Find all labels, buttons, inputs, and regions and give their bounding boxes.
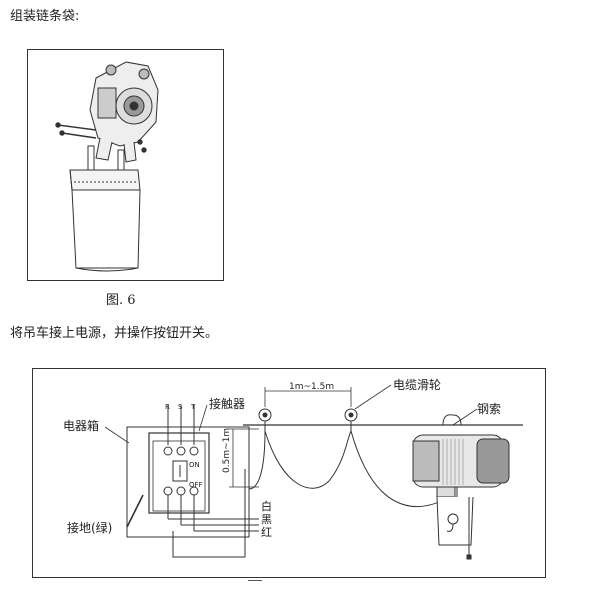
on-label: ON <box>189 461 200 469</box>
terminal-r-label: R <box>165 403 170 411</box>
figure-6-chain-bag-illustration <box>27 49 224 281</box>
electrical-cabinet-outline <box>126 426 250 538</box>
terminal-s-label: S <box>178 403 183 411</box>
cabinet-label: 电器箱 <box>63 418 99 433</box>
steel-cable-label: 钢索 <box>477 402 501 416</box>
figure-6-caption: 图. 6 <box>106 293 136 308</box>
heading-connect-power: 将吊车接上电源，并操作按钮开关。 <box>10 326 219 341</box>
white-wire-label: 白 <box>261 499 272 513</box>
page-divider <box>248 580 262 581</box>
contactor-label: 接触器 <box>209 396 245 411</box>
wiring-diagram: R S T ON OFF 接触器 电器箱 接地(绿) 白 黑 红 <box>32 368 546 578</box>
chain-bag-drawing <box>55 61 159 272</box>
span-dimension-label: 1m~1.5m <box>289 382 334 392</box>
off-label: OFF <box>189 481 203 489</box>
pulley-label: 电缆滑轮 <box>393 378 441 392</box>
red-wire-label: 红 <box>261 526 272 539</box>
electric-hoist <box>412 414 510 560</box>
heading-assemble-chain-bag: 组装链条袋: <box>10 9 80 24</box>
ground-label: 接地(绿) <box>67 520 112 535</box>
sag-dimension-label: 0.5m~1m <box>222 428 232 473</box>
black-wire-label: 黑 <box>261 513 272 526</box>
terminal-t-label: T <box>190 403 196 411</box>
wiring-diagram-svg: R S T ON OFF 接触器 电器箱 接地(绿) 白 黑 红 <box>63 378 523 560</box>
